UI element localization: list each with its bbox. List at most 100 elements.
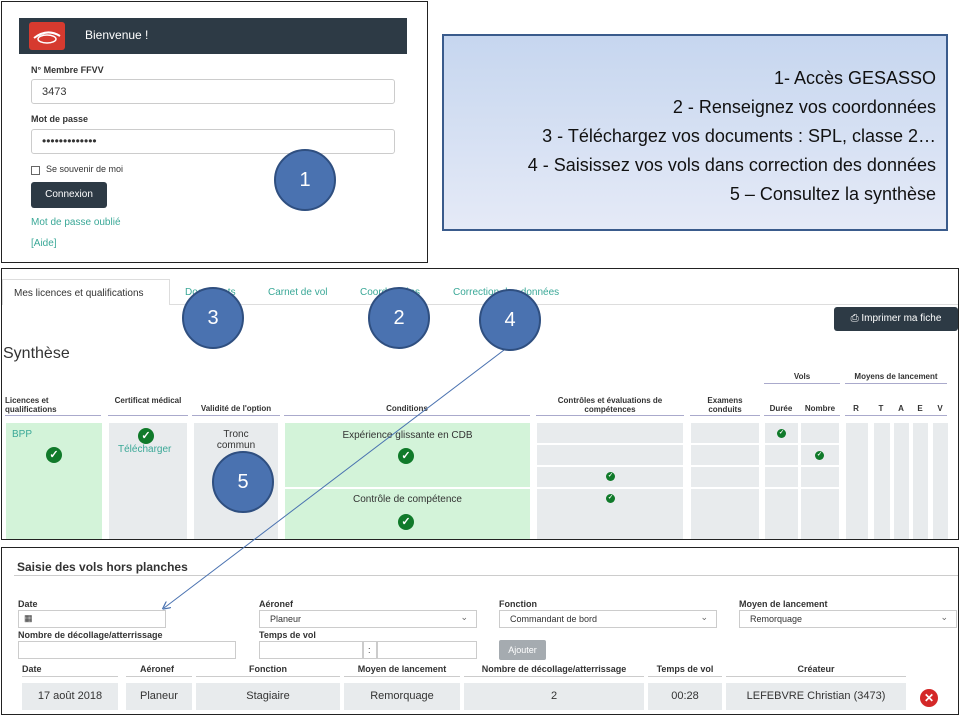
row-nombre: 2: [464, 683, 644, 710]
password-input[interactable]: •••••••••••••: [31, 129, 395, 154]
row-moyen: Remorquage: [344, 683, 460, 710]
step-circle-5: 5: [212, 451, 274, 513]
col-underline: [196, 676, 340, 677]
forgot-password-link[interactable]: Mot de passe oublié: [31, 217, 121, 228]
nombre-label: Nombre de décollage/atterrissage: [18, 630, 163, 640]
moyen-select[interactable]: Remorquage ⌄: [739, 610, 957, 628]
club-logo: [29, 22, 65, 50]
steps-infobox: 1- Accès GESASSO 2 - Renseignez vos coor…: [442, 34, 948, 231]
temps-minutes-input[interactable]: [377, 641, 477, 659]
moyen-cell: [874, 423, 890, 539]
header-underline: [536, 415, 684, 416]
col-createur: Créateur: [797, 664, 835, 674]
header-licences: Licences et qualifications: [5, 396, 57, 414]
member-label: N° Membre FFVV: [31, 65, 104, 75]
step-line-5: 5 – Consultez la synthèse: [729, 184, 936, 204]
tab-licences[interactable]: Mes licences et qualifications: [2, 279, 170, 305]
step-line-3: 3 - Téléchargez vos documents : SPL, cla…: [542, 126, 936, 146]
fonction-label: Fonction: [499, 599, 537, 609]
aeronef-select[interactable]: Planeur ⌄: [259, 610, 477, 628]
condition-experience: Expérience glissante en CDB: [342, 430, 473, 441]
col-underline: [344, 676, 460, 677]
duree-cell: [765, 445, 798, 465]
moyens-underline: [845, 383, 947, 384]
check-icon: ✓: [606, 472, 615, 481]
row-temps: 00:28: [648, 683, 722, 710]
condition-controle: Contrôle de compétence: [353, 494, 462, 505]
col-underline: [22, 676, 118, 677]
controle-cell: ✓: [537, 467, 683, 487]
check-icon: ✓: [46, 447, 62, 463]
fonction-select[interactable]: Commandant de bord ⌄: [499, 610, 717, 628]
saisie-panel: Saisie des vols hors planches Date ▦ Aér…: [1, 547, 959, 715]
header-moyens: Moyens de lancement: [854, 372, 938, 381]
moyen-value: Remorquage: [750, 614, 803, 624]
col-moyen: Moyen de lancement: [357, 664, 447, 674]
step-line-2: 2 - Renseignez vos coordonnées: [672, 97, 936, 117]
moyen-label: Moyen de lancement: [739, 599, 828, 609]
chevron-down-icon: ⌄: [460, 612, 468, 622]
header-underline: [764, 415, 840, 416]
condition-cell: Contrôle de compétence ✓: [285, 489, 530, 539]
remember-checkbox[interactable]: [31, 166, 40, 175]
col-underline: [648, 676, 722, 677]
header-r: R: [853, 404, 859, 413]
aeronef-value: Planeur: [270, 614, 302, 624]
header-examens: Examens conduits: [707, 396, 743, 414]
col-underline: [126, 676, 192, 677]
telecharger-link[interactable]: Télécharger: [118, 444, 172, 455]
examen-cell: [691, 467, 759, 487]
moyen-cell: [846, 423, 868, 539]
login-header: Bienvenue !: [19, 18, 407, 54]
header-underline: [845, 415, 947, 416]
examen-cell: [691, 423, 759, 443]
step-line-1: 1- Accès GESASSO: [773, 68, 936, 88]
col-underline: [726, 676, 906, 677]
login-title: Bienvenue !: [85, 28, 149, 42]
printer-icon: ⎙: [850, 313, 859, 324]
validite-value: Tronc commun: [216, 429, 256, 451]
controle-cell: [537, 445, 683, 465]
temps-hours-input[interactable]: [259, 641, 363, 659]
check-icon: ✓: [606, 494, 615, 503]
header-controles: Contrôles et évaluations de compétences: [557, 396, 663, 414]
nombre-cell: [801, 467, 839, 487]
examen-cell: [691, 489, 759, 539]
aeronef-label: Aéronef: [259, 599, 294, 609]
vols-underline: [764, 383, 840, 384]
header-e: E: [917, 404, 923, 413]
print-button[interactable]: ⎙ Imprimer ma fiche: [834, 307, 958, 331]
header-t: T: [878, 404, 884, 413]
examen-cell: [691, 445, 759, 465]
connexion-button[interactable]: Connexion: [31, 182, 107, 208]
ajouter-button[interactable]: Ajouter: [499, 640, 546, 660]
date-input[interactable]: ▦: [18, 610, 166, 628]
print-label: Imprimer ma fiche: [861, 313, 942, 324]
saisie-title: Saisie des vols hors planches: [17, 560, 188, 574]
header-underline: [284, 415, 530, 416]
row-createur: LEFEBVRE Christian (3473): [726, 683, 906, 710]
step-circle-3: 3: [182, 287, 244, 349]
certificat-cell: ✓ Télécharger: [109, 423, 187, 539]
controle-cell: [537, 423, 683, 443]
chevron-down-icon: ⌄: [940, 612, 948, 622]
check-icon: ✓: [815, 451, 824, 460]
col-temps: Temps de vol: [656, 664, 714, 674]
saisie-divider: [14, 575, 958, 576]
header-underline: [192, 415, 280, 416]
step-circle-4: 4: [479, 289, 541, 351]
nombre-cell: ✓: [801, 445, 839, 465]
row-fonction: Stagiaire: [196, 683, 340, 710]
tab-carnet-de-vol[interactable]: Carnet de vol: [268, 287, 328, 298]
header-nombre: Nombre: [804, 404, 836, 413]
col-nombre: Nombre de décollage/atterrissage: [481, 664, 627, 674]
delete-icon[interactable]: ✕: [920, 689, 938, 707]
check-icon: ✓: [398, 448, 414, 464]
member-input[interactable]: 3473: [31, 79, 395, 104]
login-panel: Bienvenue ! N° Membre FFVV 3473 Mot de p…: [1, 1, 428, 263]
duree-cell: [765, 467, 798, 487]
licence-bpp: BPP: [12, 429, 33, 440]
help-link[interactable]: [Aide]: [31, 238, 57, 249]
synthese-title: Synthèse: [3, 345, 70, 362]
nombre-input[interactable]: [18, 641, 236, 659]
